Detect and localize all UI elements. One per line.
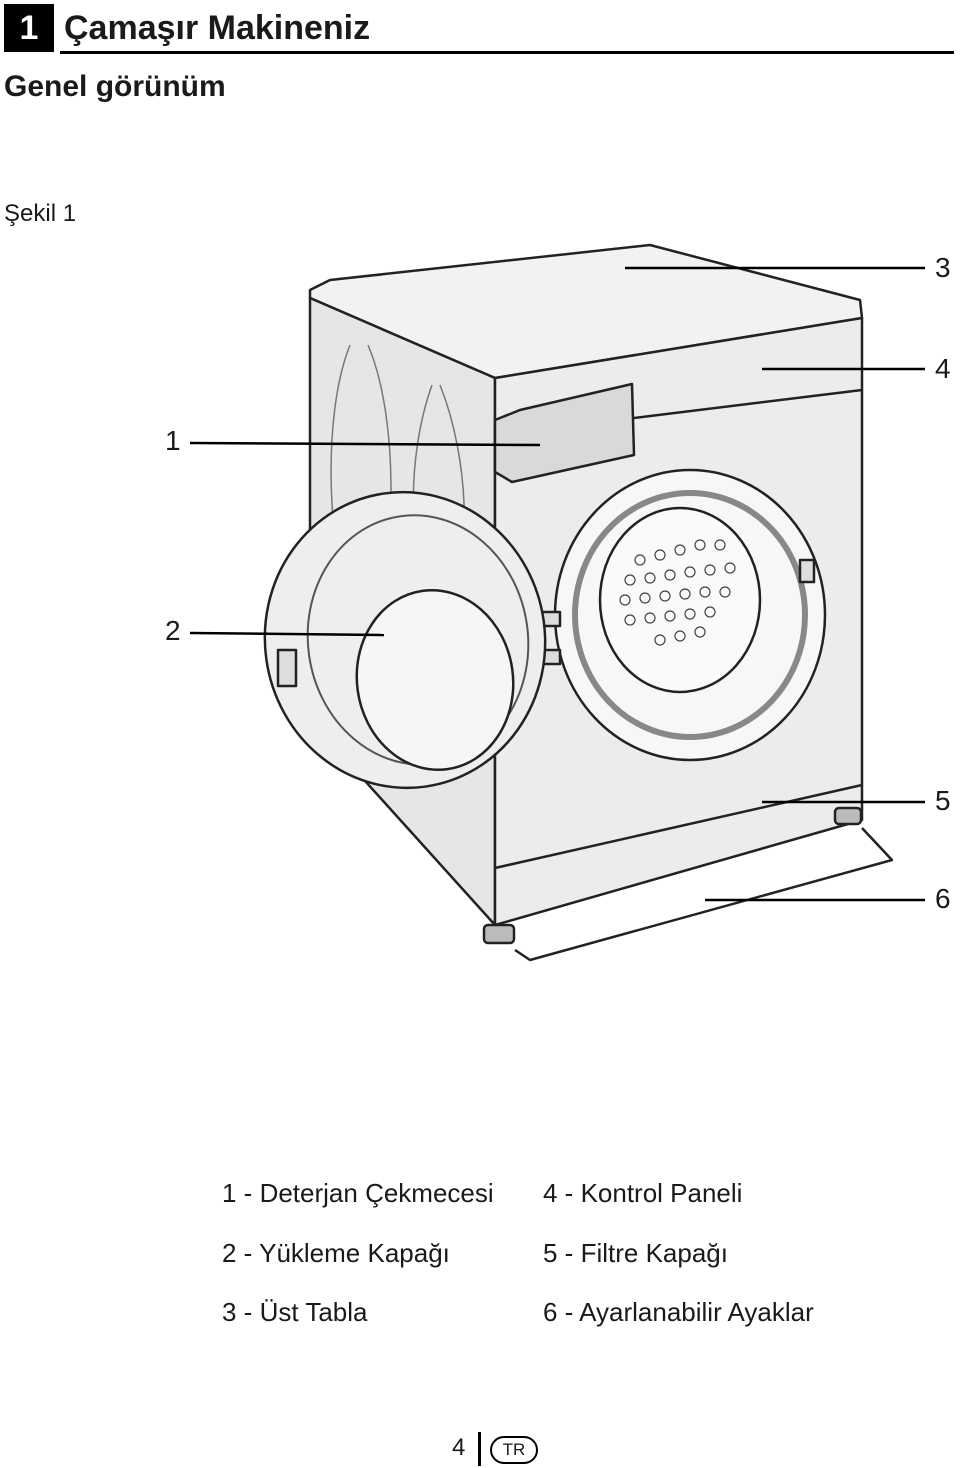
callout-2: 2 <box>165 615 181 646</box>
page-number: 4 <box>452 1434 466 1461</box>
callout-6: 6 <box>935 883 951 914</box>
detergent-drawer <box>493 382 636 484</box>
section-subtitle: Genel görünüm <box>4 70 226 103</box>
callout-1: 1 <box>165 425 181 456</box>
door-handle <box>276 648 298 688</box>
figure-caption: Şekil 1 <box>4 200 77 227</box>
legend-item-5: 5 - Filtre Kapağı <box>543 1238 728 1268</box>
footer-rule <box>478 1432 481 1466</box>
chapter-header: 1 Çamaşır Makineniz <box>4 4 954 54</box>
filter-cover-edge <box>494 783 863 870</box>
callout-3: 3 <box>935 252 951 283</box>
legend-item-2: 2 - Yükleme Kapağı <box>222 1238 450 1268</box>
drum <box>598 506 762 694</box>
callout-5: 5 <box>935 785 951 816</box>
callout-4: 4 <box>935 353 951 384</box>
legend-item-1: 1 - Deterjan Çekmecesi <box>222 1178 494 1208</box>
chapter-number: 1 <box>4 4 54 52</box>
language-badge: TR <box>490 1436 538 1464</box>
leader-lines <box>189 266 925 902</box>
adjustable-foot <box>482 923 516 945</box>
legend-item-6: 6 - Ayarlanabilir Ayaklar <box>543 1297 814 1327</box>
header-rule <box>60 51 954 54</box>
legend-item-4: 4 - Kontrol Paneli <box>543 1178 743 1208</box>
drum-holes <box>619 539 736 646</box>
adjustable-foot <box>833 806 863 826</box>
legend-item-3: 3 - Üst Tabla <box>222 1297 368 1327</box>
page-footer: 4 TR <box>440 1428 560 1468</box>
chapter-title: Çamaşır Makineniz <box>64 9 371 47</box>
